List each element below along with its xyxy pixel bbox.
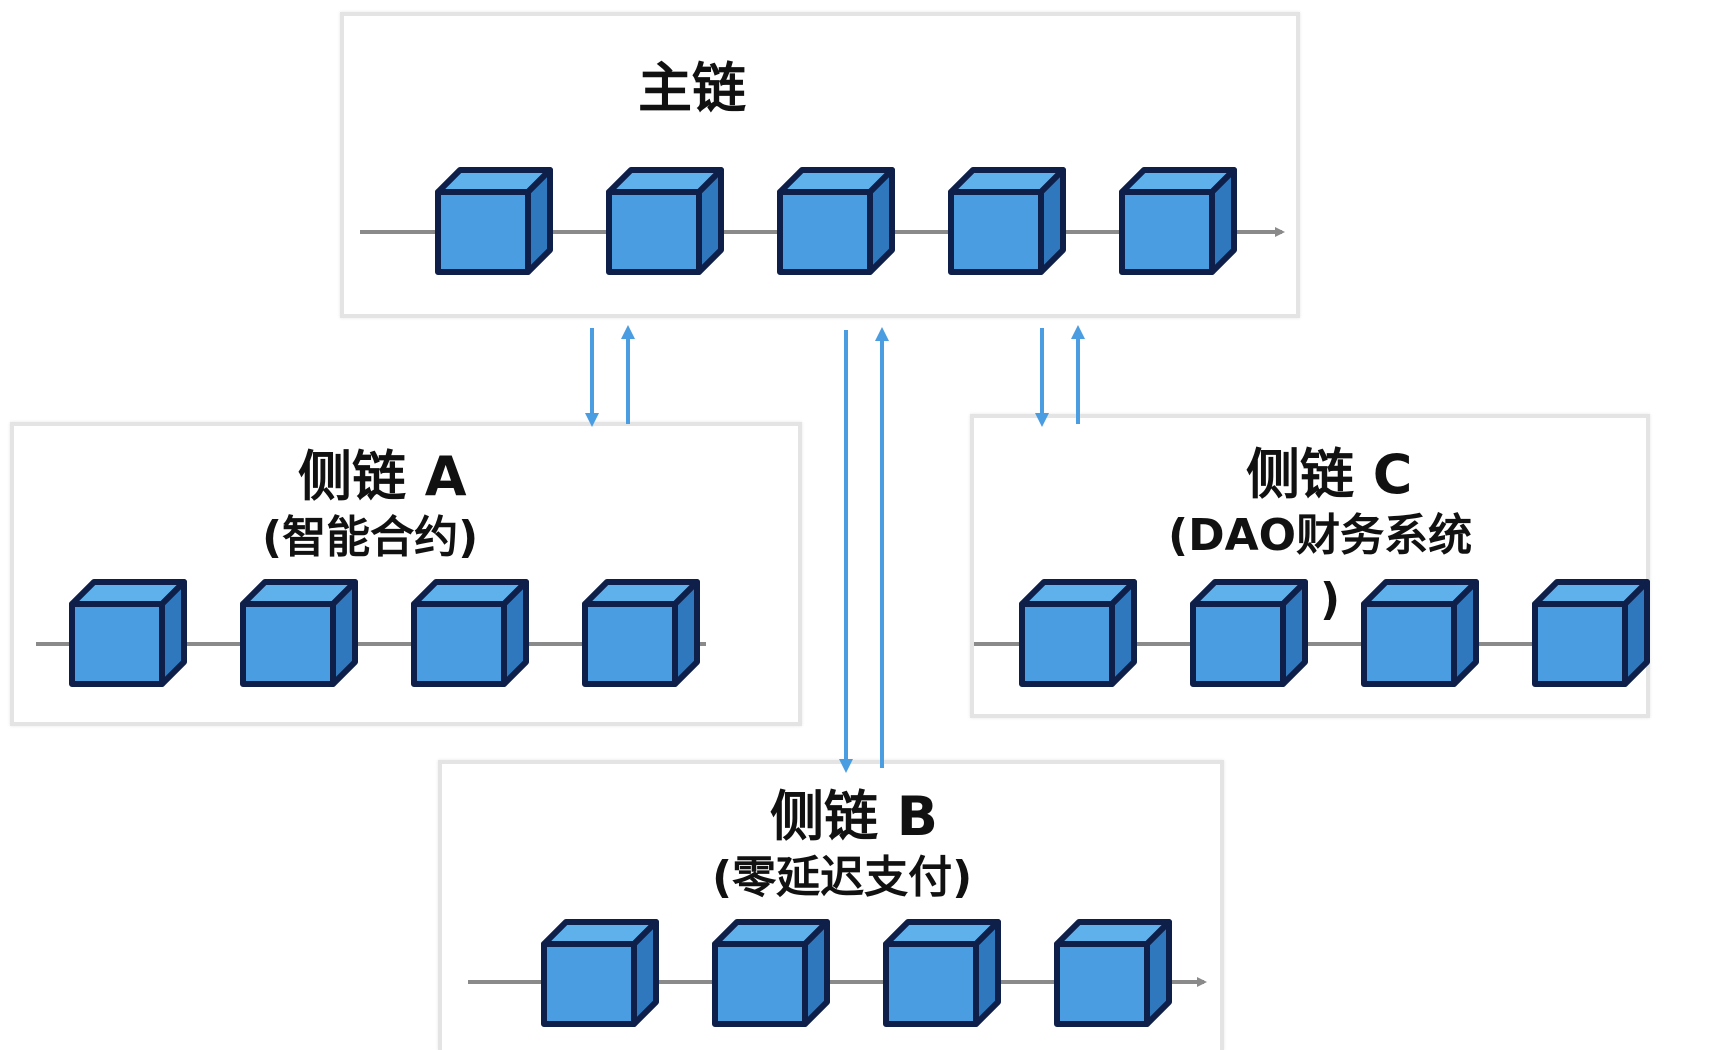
side-chain-a-block-2 — [240, 579, 358, 687]
side-chain-c-title: 侧链 C — [1246, 443, 1413, 506]
main-chain-blocks — [435, 167, 1237, 275]
side-chain-a-block-4 — [582, 579, 700, 687]
side-chain-c-block-4 — [1532, 579, 1650, 687]
main-chain-block-5 — [1119, 167, 1237, 275]
side-chain-a-block-3 — [411, 579, 529, 687]
side-chain-b-block-4 — [1054, 919, 1172, 1027]
main-chain-block-4 — [948, 167, 1066, 275]
side-chain-a-subtitle: (智能合约) — [262, 512, 479, 563]
side-chain-a-blocks — [69, 579, 700, 687]
main-chain-title: 主链 — [638, 57, 746, 120]
side-chain-c-block-3 — [1361, 579, 1479, 687]
main-chain-block-3 — [777, 167, 895, 275]
side-chain-b-block-2 — [712, 919, 830, 1027]
side-chain-c-block-2 — [1190, 579, 1308, 687]
side-chain-c-subtitle: (DAO财务系统 — [1168, 510, 1473, 561]
side-chain-b-block-3 — [883, 919, 1001, 1027]
side-chain-c-blocks — [1019, 579, 1650, 687]
side-chain-c-subtitle-closing: ) — [1320, 574, 1341, 625]
side-chain-c-block-1 — [1019, 579, 1137, 687]
side-chain-b-blocks — [541, 919, 1172, 1027]
main-chain-block-1 — [435, 167, 553, 275]
side-chain-b-title: 侧链 B — [770, 785, 938, 848]
main-chain-block-2 — [606, 167, 724, 275]
side-chain-a-title: 侧链 A — [298, 445, 467, 508]
side-chain-a-block-1 — [69, 579, 187, 687]
side-chain-b-block-1 — [541, 919, 659, 1027]
side-chain-b-subtitle: (零延迟支付) — [712, 852, 973, 903]
